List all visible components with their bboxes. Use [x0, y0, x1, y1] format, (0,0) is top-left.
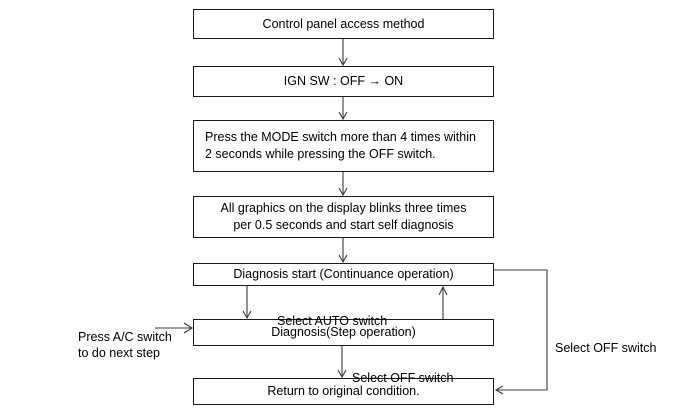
- arrowhead-n5-n7-loop: [494, 385, 504, 395]
- node-label: All graphics on the display blinks three…: [220, 201, 467, 232]
- edge-label-select-off-switch-step: Select OFF switch: [352, 354, 453, 386]
- node-label: Press the MODE switch more than 4 times …: [205, 130, 476, 161]
- arrowhead-n2-n3: [338, 111, 348, 121]
- node-diagnosis-start-continuance: Diagnosis start (Continuance operation): [193, 263, 494, 286]
- arrowhead-n3-n4: [338, 187, 348, 197]
- node-diagnosis-step-operation: Diagnosis(Step operation): [193, 319, 494, 346]
- edge-label-text: Select OFF switch: [555, 341, 657, 355]
- arrow-n5-n7-loop: [494, 269, 548, 391]
- node-label: IGN SW : OFF → ON: [283, 74, 404, 88]
- node-all-graphics-blink: All graphics on the display blinks three…: [193, 196, 494, 238]
- edge-label-select-off-switch-loop: Select OFF switch: [555, 324, 656, 356]
- edge-label-select-auto-switch: Select AUTO switch: [277, 297, 387, 329]
- arrowhead-n6-n7: [337, 369, 347, 379]
- node-label: Diagnosis(Step operation): [271, 325, 416, 339]
- edge-label-text: Select OFF switch: [352, 371, 454, 385]
- annotation-text: Press A/C switch to do next step: [78, 330, 172, 360]
- annotation-press-ac-switch: Press A/C switch to do next step: [78, 313, 172, 361]
- node-press-mode-switch: Press the MODE switch more than 4 times …: [193, 120, 494, 172]
- node-label: Return to original condition.: [267, 384, 420, 398]
- edge-label-text: Select AUTO switch: [277, 314, 388, 328]
- arrowhead-n6-n5: [438, 285, 448, 296]
- arrowhead-n5-n6: [242, 310, 252, 320]
- node-ign-sw: IGN SW : OFF → ON: [193, 66, 494, 97]
- node-return-to-original-condition: Return to original condition.: [193, 378, 494, 405]
- node-control-panel-access-method: Control panel access method: [193, 9, 494, 39]
- arrowhead-n1-n2: [338, 57, 348, 67]
- arrowhead-annotation-n6: [183, 322, 194, 334]
- node-label: Control panel access method: [262, 16, 425, 31]
- arrowhead-n4-n5: [338, 254, 348, 264]
- node-label: Diagnosis start (Continuance operation): [233, 267, 454, 281]
